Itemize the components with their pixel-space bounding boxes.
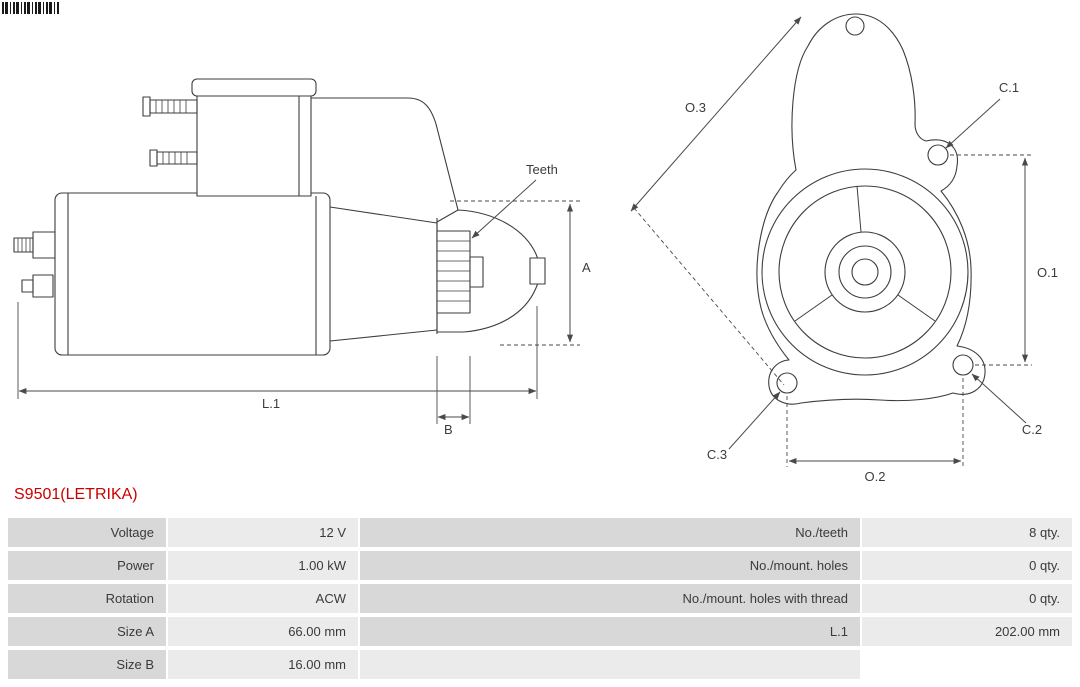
mounting-flange [756,13,986,405]
leader-line-c2 [971,373,1027,424]
spokes [794,185,936,322]
spec-table: Voltage 12 V No./teeth 8 qty. Power 1.00… [8,518,1072,679]
mounting-hole-c3 [776,372,798,394]
dim-label-o2: O.2 [865,469,886,484]
spec-value: 12 V [168,518,358,547]
spec-value: ACW [168,584,358,613]
flange-outer-circle [761,168,969,376]
terminal-studs [13,231,56,298]
dim-line-o3 [630,16,802,212]
spec-label: No./mount. holes with thread [360,584,860,613]
leader-line-c1 [945,98,1001,149]
spec-value: 1.00 kW [168,551,358,580]
dim-label-o3: O.3 [685,100,706,115]
dim-label-a: A [582,260,591,275]
dim-label-l1: L.1 [262,396,280,411]
spec-label: Size A [8,617,166,646]
spec-label: No./mount. holes [360,551,860,580]
spec-value: 8 qty. [862,518,1072,547]
spec-value: 66.00 mm [168,617,358,646]
mounting-hole-c1 [927,144,949,166]
bracket-hole [845,16,865,36]
solenoid [142,78,317,197]
spec-label: Size B [8,650,166,679]
spec-label [360,650,860,679]
spec-value: 16.00 mm [168,650,358,679]
part-number: S9501(LETRIKA) [14,486,138,503]
spec-label: Power [8,551,166,580]
teeth-label: Teeth [526,162,558,177]
spec-value: 0 qty. [862,551,1072,580]
spec-label: L.1 [360,617,860,646]
leader-line-c3 [728,391,781,450]
teeth-leader-line [471,179,537,239]
starter-front-view-drawing [756,13,986,405]
dim-label-o1: O.1 [1037,265,1058,280]
barcode [2,2,60,14]
drive-end-housing [311,97,546,342]
dim-label-c2: C.2 [1022,422,1042,437]
dim-label-c3: C.3 [707,447,727,462]
dim-label-b: B [444,422,453,437]
spec-value: 202.00 mm [862,617,1072,646]
front-view-dimensions: O.3 C.1 O.1 C.2 C.3 O.2 [630,16,1058,484]
shaft-center [851,258,879,286]
dim-label-c1: C.1 [999,80,1019,95]
side-view-dimensions: Teeth A L.1 B [17,162,591,437]
spec-label: No./teeth [360,518,860,547]
spec-value [862,650,1072,679]
mounting-hole-c2 [952,354,974,376]
spec-label: Voltage [8,518,166,547]
spec-label: Rotation [8,584,166,613]
pinion-gear [436,230,484,314]
flange-inner-circle [778,185,952,359]
technical-drawing: Teeth A L.1 B O.3 C.1 O.1 C.2 [13,13,1058,484]
motor-body [54,192,331,356]
starter-side-view-drawing [13,78,546,356]
spec-value: 0 qty. [862,584,1072,613]
